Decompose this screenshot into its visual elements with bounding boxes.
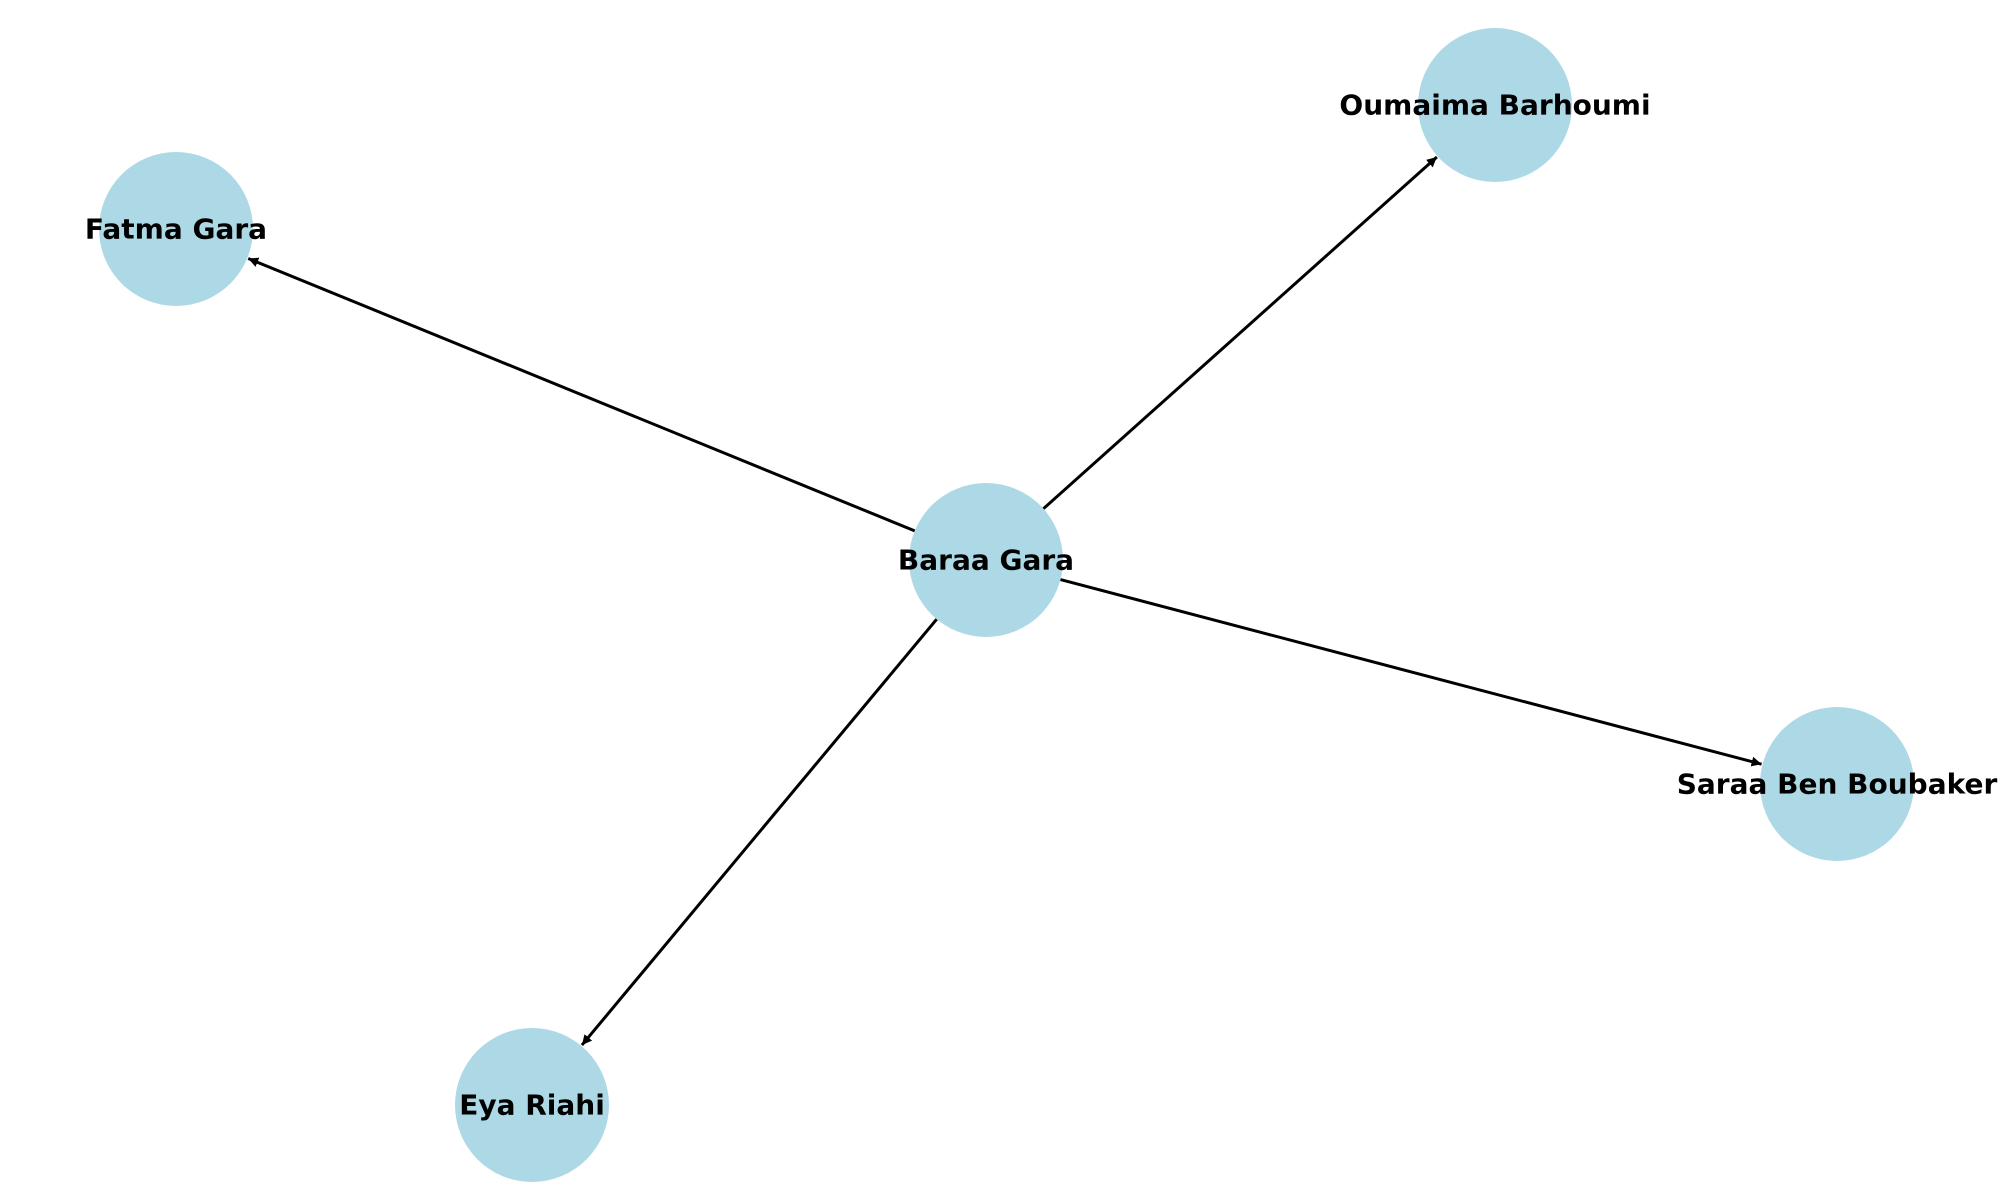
node-eya[interactable]: Eya Riahi (455, 1028, 609, 1182)
edge-baraa-to-fatma (247, 257, 916, 533)
node-oumaima[interactable]: Oumaima Barhoumi (1339, 28, 1651, 182)
node-label-saraa: Saraa Ben Boubaker (1677, 768, 1998, 801)
edge-baraa-to-saraa (1060, 578, 1762, 767)
edge-baraa-to-oumaima (1042, 155, 1438, 510)
node-circle-baraa (909, 483, 1063, 637)
node-label-fatma: Fatma Gara (85, 213, 267, 246)
node-circle-oumaima (1418, 28, 1572, 182)
node-saraa[interactable]: Saraa Ben Boubaker (1677, 707, 1998, 861)
node-baraa[interactable]: Baraa Gara (898, 483, 1074, 637)
edge-layer (247, 155, 1762, 1047)
edge-baraa-to-eya (580, 618, 938, 1047)
node-layer: Baraa Gara Fatma Gara Oumaima Barhoumi S… (85, 28, 1998, 1182)
node-circle-fatma (99, 152, 253, 306)
node-circle-eya (455, 1028, 609, 1182)
node-circle-saraa (1760, 707, 1914, 861)
node-label-baraa: Baraa Gara (898, 544, 1074, 577)
node-fatma[interactable]: Fatma Gara (85, 152, 267, 306)
node-label-oumaima: Oumaima Barhoumi (1339, 89, 1650, 122)
node-label-eya: Eya Riahi (459, 1089, 605, 1122)
